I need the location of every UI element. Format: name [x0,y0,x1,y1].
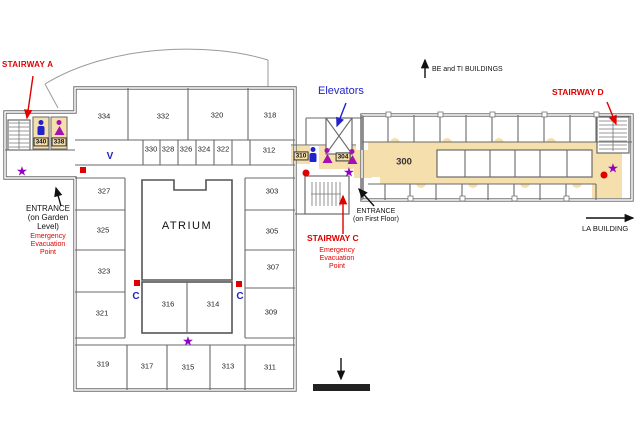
room-label-324: 324 [197,144,211,154]
evacuation-star-icon-3: ★ [607,160,619,176]
man-restroom-icon-2 [308,147,319,163]
blue-letter-v-marker-0: V [106,151,114,162]
room-label-300: 300 [396,156,412,168]
stairway-c-label: STAIRWAY C [307,233,359,243]
blue-letter-c-marker-1: C [132,291,140,302]
entrance-garden-label: ENTRANCE (on Garden Level) [25,204,70,232]
woman-restroom-icon-4 [347,149,358,165]
right-wing-walls [362,115,632,200]
stairway-a-arrow [24,75,34,120]
room-label-316: 316 [161,299,175,309]
room-label-320: 320 [210,110,224,120]
room-label-328: 328 [161,144,175,154]
red-square-marker-0 [80,167,86,173]
elevator-shaft-x [325,117,353,155]
blue-letter-c-marker-2: C [236,291,244,302]
man-restroom-icon-0 [36,120,47,136]
room-label-317: 317 [140,361,154,371]
red-square-marker-2 [236,281,242,287]
atrium-walls [141,179,233,334]
room-sign-338: 338 [51,137,67,147]
room-label-323: 323 [97,266,111,276]
room-sign-310: 310 [293,151,309,161]
room-label-309: 309 [264,307,278,317]
room-label-332: 332 [156,111,170,121]
room-label-334: 334 [97,111,111,121]
room-label-305: 305 [265,226,279,236]
be-ti-buildings-label: BE and TI BUILDINGS [432,66,503,73]
room-label-313: 313 [221,361,235,371]
room-label-303: 303 [265,186,279,196]
room-label-311: 311 [264,362,276,372]
red-dot-marker-1 [600,171,608,179]
room-label-327: 327 [97,186,111,196]
stairway-d-label: STAIRWAY D [552,87,604,97]
red-dot-marker-0 [302,169,310,177]
room-label-330: 330 [144,144,158,154]
emergency-evacuation-c-label: Emergency Evacuation Point [319,247,355,271]
room-label-326: 326 [179,144,193,154]
scale-bar [313,384,370,391]
wall-columns [385,111,600,202]
stairway-c-stairs [311,182,341,206]
woman-restroom-icon-1 [54,120,65,136]
evacuation-star-icon-2: ★ [343,164,355,180]
stairway-d-arrow [606,101,617,126]
entrance-first-arrow [358,187,375,207]
emergency-evacuation-garden-label: Emergency Evacuation Point [30,233,66,257]
room-label-325: 325 [96,225,110,235]
room-label-321: 321 [95,308,109,318]
red-square-marker-1 [134,280,140,286]
room-label-314: 314 [206,299,220,309]
entrance-garden-arrow [54,186,63,207]
elevators-label: Elevators [318,85,364,97]
room-label-319: 319 [96,359,110,369]
la-building-label: LA BUILDING [582,224,629,233]
annotation-arrows [24,58,635,381]
stairway-a-stairs [7,119,31,151]
stairway-a-label: STAIRWAY A [2,60,54,69]
evacuation-star-icon-1: ★ [182,333,194,349]
room-sign-340: 340 [33,137,49,147]
canopy-arc [44,48,269,109]
room-label-322: 322 [216,144,230,154]
atrium-label: ATRIUM [161,220,213,232]
room-label-315: 315 [181,362,195,372]
woman-restroom-icon-3 [322,148,333,164]
room-label-318: 318 [263,110,277,120]
room-label-312: 312 [262,145,276,155]
room-label-307: 307 [266,262,280,272]
entrance-first-floor-label: ENTRANCE (on First Floor) [353,208,399,224]
elevators-arrow [336,102,347,128]
evacuation-star-icon-0: ★ [16,163,28,179]
